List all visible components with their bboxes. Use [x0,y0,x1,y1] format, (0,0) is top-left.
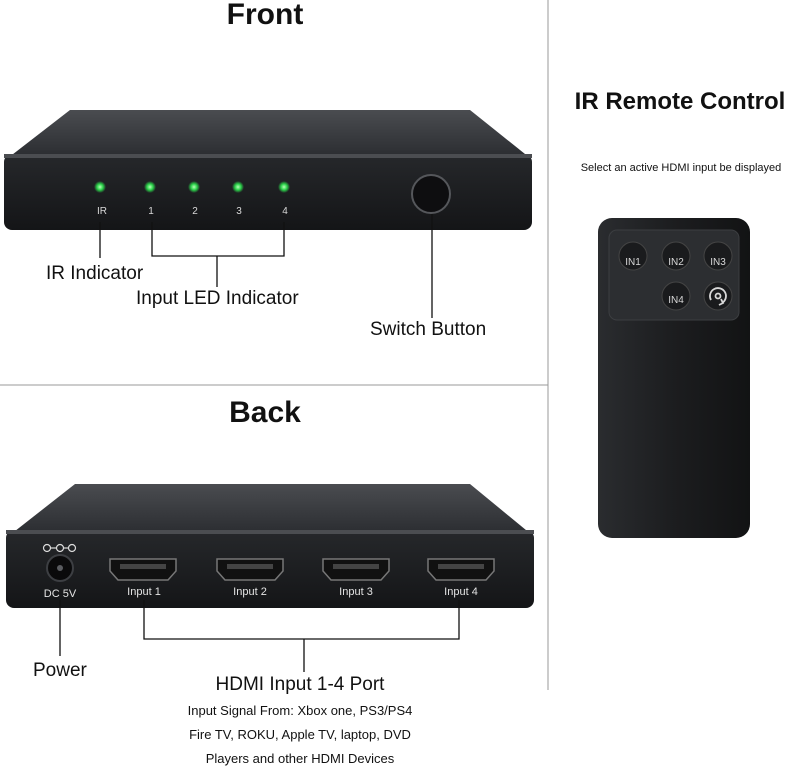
power-label: Power [33,660,87,681]
svg-text:IN1: IN1 [625,257,641,268]
hdmi-desc-line-1: Input Signal From: Xbox one, PS3/PS4 [187,703,413,718]
cycle-icon [709,287,727,306]
hdmi-port-3 [322,558,390,581]
hdmi-desc-line-3: Players and other HDMI Devices [205,751,395,766]
ir-indicator-label: IR Indicator [46,263,144,284]
remote-button-in2: IN2 [661,241,691,271]
remote-subtitle: Select an active HDMI input be displayed [580,162,782,174]
port-label-4: Input 4 [444,586,478,598]
remote-cycle-button [703,281,733,311]
port-label-3: Input 3 [339,586,373,598]
input-led-2 [188,181,200,193]
hdmi-port-2 [216,558,284,581]
hdmi-input-title: HDMI Input 1-4 Port [215,674,385,695]
dc-polarity-icon [42,543,77,553]
switch-button [411,174,451,214]
led-label-3: 3 [236,206,242,217]
hdmi-port-1 [109,558,177,581]
remote-title: IR Remote Control [574,88,786,115]
input-led-indicator-label: Input LED Indicator [136,288,299,309]
ir-led [94,181,106,193]
hdmi-desc-line-2: Fire TV, ROKU, Apple TV, laptop, DVD [189,727,411,742]
remote-button-in4: IN4 [661,281,691,311]
svg-text:IN3: IN3 [710,257,726,268]
svg-text:IN4: IN4 [668,295,684,306]
input-led-3 [232,181,244,193]
led-label-4: 4 [282,206,288,217]
led-label-ir: IR [97,206,107,217]
front-device [4,110,532,230]
svg-text:IN2: IN2 [668,257,684,268]
switch-button-label: Switch Button [370,319,487,340]
input-led-1 [144,181,156,193]
led-label-1: 1 [148,206,154,217]
remote-button-in1: IN1 [618,241,648,271]
port-label-2: Input 2 [233,586,267,598]
power-port-label: DC 5V [44,588,77,600]
port-label-1: Input 1 [127,586,161,598]
led-label-2: 2 [192,206,198,217]
front-title: Front [226,0,304,31]
input-led-4 [278,181,290,193]
hdmi-port-4 [427,558,495,581]
back-title: Back [229,396,301,429]
remote-button-in3: IN3 [703,241,733,271]
